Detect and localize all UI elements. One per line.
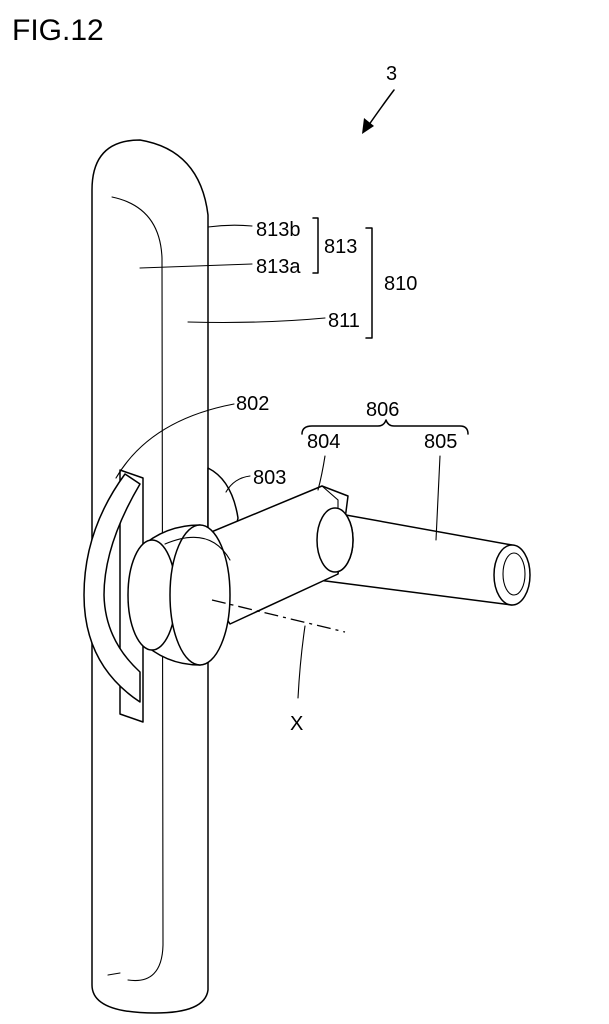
leader-804 — [317, 455, 326, 491]
leader-802 — [115, 403, 235, 479]
label-805: 805 — [424, 431, 457, 453]
label-813b: 813b — [256, 219, 301, 241]
leader-813a — [139, 263, 253, 269]
axis-x: X — [211, 599, 346, 735]
reference-arrowhead — [362, 118, 374, 134]
leader-803 — [225, 475, 251, 493]
label-810: 810 — [384, 273, 417, 295]
label-806: 806 — [366, 399, 399, 421]
bracket-813 — [312, 217, 319, 274]
label-803: 803 — [253, 467, 286, 489]
leader-805 — [435, 455, 441, 541]
hub-highlight — [164, 536, 231, 561]
label-802: 802 — [236, 393, 269, 415]
axis-x-centerline — [211, 599, 346, 633]
hub-front-ring — [169, 524, 231, 666]
label-813a: 813a — [256, 256, 301, 278]
leader-811 — [187, 317, 326, 324]
bracket-810 — [365, 227, 373, 339]
hub-assembly — [127, 524, 231, 666]
reference-numeral-3: 3 — [386, 63, 397, 85]
brace-806-shape — [301, 419, 469, 435]
axis-x-label: X — [290, 713, 303, 735]
figure-title: FIG.12 — [12, 14, 104, 47]
front-plate-curved-flange — [83, 473, 141, 703]
hub-rear-ring — [127, 539, 177, 651]
body-inner-tail — [107, 972, 121, 976]
shaft-end-inner — [502, 552, 526, 596]
leader-813b — [207, 224, 253, 228]
brace-806: 806 — [301, 399, 469, 435]
body-inner-ridge — [111, 196, 164, 982]
label-811: 811 — [328, 310, 360, 332]
axis-x-leader — [297, 625, 306, 699]
assembly-reference: 3 — [362, 63, 397, 134]
label-804: 804 — [307, 431, 340, 453]
arm-shaft-joint — [316, 507, 354, 573]
upper-leaders — [139, 217, 373, 339]
label-813: 813 — [324, 236, 357, 258]
